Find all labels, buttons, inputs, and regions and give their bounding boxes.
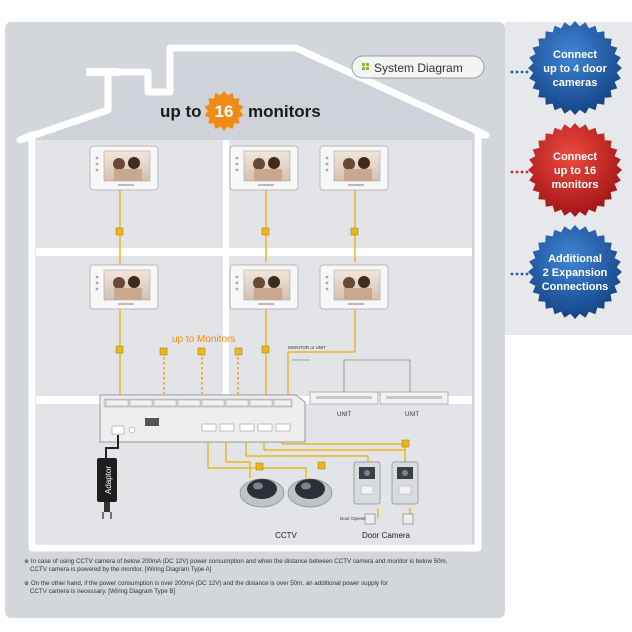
badge-line: cameras <box>553 77 598 89</box>
monitor <box>89 145 159 191</box>
badge-burst-icon <box>528 123 622 217</box>
unit-right: UNIT <box>379 391 449 418</box>
badge-burst-icon <box>528 21 622 115</box>
monitor <box>89 264 159 310</box>
badge-expansion: Additional 2 Expansion Connections <box>510 225 622 319</box>
footnote-line: ※ In case of using CCTV camera of below … <box>24 558 448 565</box>
unit-wires <box>292 359 411 392</box>
door-opener-label: Door Opener <box>340 516 367 521</box>
badge-line: Connections <box>542 281 609 293</box>
door-opener: Door Opener <box>340 513 414 525</box>
cctv-camera <box>239 478 285 508</box>
starburst-icon <box>204 91 244 131</box>
headline: up to 16 monitors <box>160 91 321 131</box>
expansion-wires <box>163 352 239 394</box>
footnote-line: CCTV camera is powered by the monitor. [… <box>30 566 212 574</box>
door-camera <box>353 461 381 505</box>
badge-door-cameras: Connect up to 4 door cameras <box>510 21 622 115</box>
system-diagram-label: System Diagram <box>374 61 463 75</box>
monitor <box>229 145 299 191</box>
badge-line: 2 Expansion <box>543 267 608 279</box>
headline-after: monitors <box>248 102 321 121</box>
door-camera-label: Door Camera <box>362 531 411 540</box>
headline-before: up to <box>160 102 202 121</box>
door-camera <box>391 461 419 505</box>
adaptor-label: Adaptor <box>104 466 113 494</box>
monitors <box>89 145 389 310</box>
cctv-label: CCTV <box>275 531 297 540</box>
distribution-box <box>99 394 306 443</box>
cctv-camera <box>287 478 333 508</box>
footnote-2: ※ On the other hand, if the power consum… <box>24 580 524 596</box>
badge-monitors: Connect up to 16 monitors <box>510 123 622 217</box>
headline-number: 16 <box>215 102 234 121</box>
footnote-1: ※ In case of using CCTV camera of below … <box>24 558 524 574</box>
up-to-monitors-label: up to Monitors <box>172 334 235 345</box>
badge-line: up to 16 <box>554 165 596 177</box>
badge-line: Additional <box>548 253 602 265</box>
unit-left: UNIT <box>309 391 379 418</box>
badge-line: Connect <box>553 49 597 61</box>
unit-left-label: UNIT <box>337 412 351 418</box>
unit-right-label: UNIT <box>405 412 419 418</box>
badge-burst-icon <box>528 225 622 319</box>
badge-line: Connect <box>553 151 597 163</box>
badge-line: monitors <box>551 179 598 191</box>
footnote-line: CCTV camera is necessary. [Wiring Diagra… <box>30 588 176 596</box>
system-diagram-tag: System Diagram <box>351 55 485 79</box>
monitor <box>319 264 389 310</box>
adaptor: Adaptor <box>97 435 119 519</box>
badge-line: up to 4 door <box>543 63 607 75</box>
footnote-line: ※ On the other hand, if the power consum… <box>24 580 388 587</box>
monitor <box>319 145 389 191</box>
monitor <box>229 264 299 310</box>
badges: Connect up to 4 door cameras Connect up … <box>510 21 622 319</box>
monitor-or-unit-label: MONITOR or UNIT <box>288 345 326 350</box>
